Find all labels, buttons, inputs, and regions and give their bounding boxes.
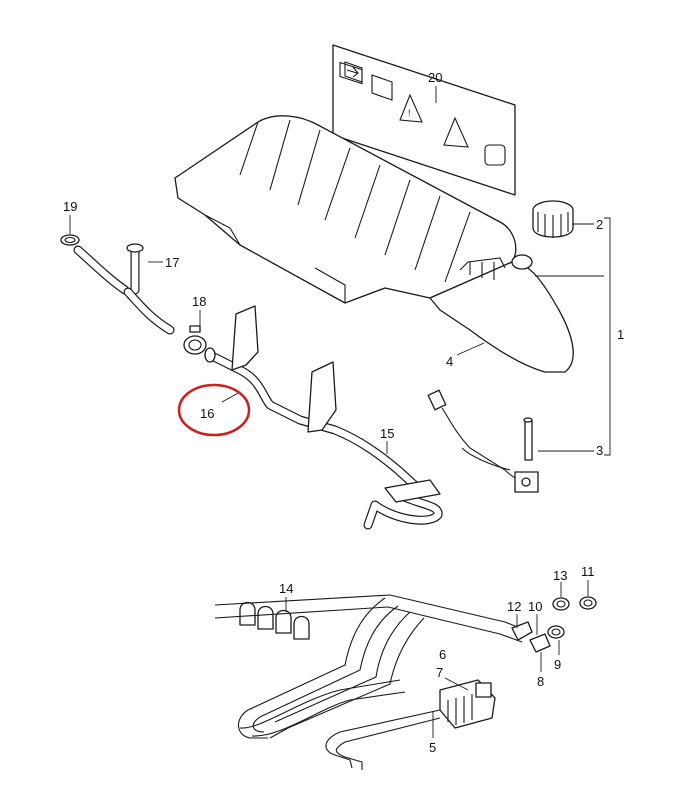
hose-clamp-part-18[interactable]	[183, 325, 207, 355]
control-valve-part-5[interactable]	[439, 679, 496, 729]
callout-9: 9	[554, 657, 561, 672]
arrow-glyph-icon	[346, 66, 359, 78]
callout-11: 11	[581, 564, 595, 579]
level-sensor-part-3[interactable]	[427, 389, 539, 493]
heater-hoses-part-8[interactable]	[214, 594, 551, 770]
callout-5: 5	[429, 740, 436, 755]
arrow-icon	[344, 61, 363, 83]
callout-14: 14	[279, 581, 293, 596]
callout-1: 1	[617, 327, 624, 342]
svg-text:!: !	[408, 108, 411, 118]
callout-8: 8	[537, 674, 544, 689]
hose-clamp-part-11[interactable]	[579, 596, 597, 610]
callout-19: 19	[63, 199, 77, 214]
hose-clamp-part-9[interactable]	[547, 625, 565, 639]
hose-clips-part-14[interactable]	[239, 601, 310, 640]
hot-warning-triangle-icon	[443, 116, 469, 148]
pressure-cap-part-2[interactable]	[532, 200, 574, 238]
callout-20: 20	[428, 70, 442, 85]
callout-18: 18	[192, 294, 206, 309]
coolant-pipe-part-15[interactable]	[204, 305, 443, 530]
callout-17: 17	[165, 255, 179, 270]
warning-label-part-20[interactable]: !	[332, 44, 516, 196]
callout-12: 12	[507, 599, 521, 614]
warning-triangle-icon	[399, 93, 423, 123]
callout-6: 6	[439, 647, 446, 662]
manual-icon	[484, 144, 506, 166]
callout-2: 2	[596, 217, 603, 232]
callout-7: 7	[436, 665, 443, 680]
callout-10: 10	[528, 599, 542, 614]
callout-16: 16	[200, 406, 214, 421]
highlight-circle	[177, 383, 251, 437]
hose-clamp-part-13[interactable]	[552, 597, 570, 611]
hose-clamp-part-19[interactable]	[60, 234, 80, 246]
callout-13: 13	[553, 568, 567, 583]
callout-15: 15	[380, 426, 394, 441]
callout-3: 3	[596, 443, 603, 458]
expansion-tank-part-1[interactable]	[174, 115, 574, 373]
callout-4: 4	[446, 354, 453, 369]
reservoir-icon	[371, 74, 393, 101]
coolant-hose-part-17[interactable]	[73, 243, 175, 335]
